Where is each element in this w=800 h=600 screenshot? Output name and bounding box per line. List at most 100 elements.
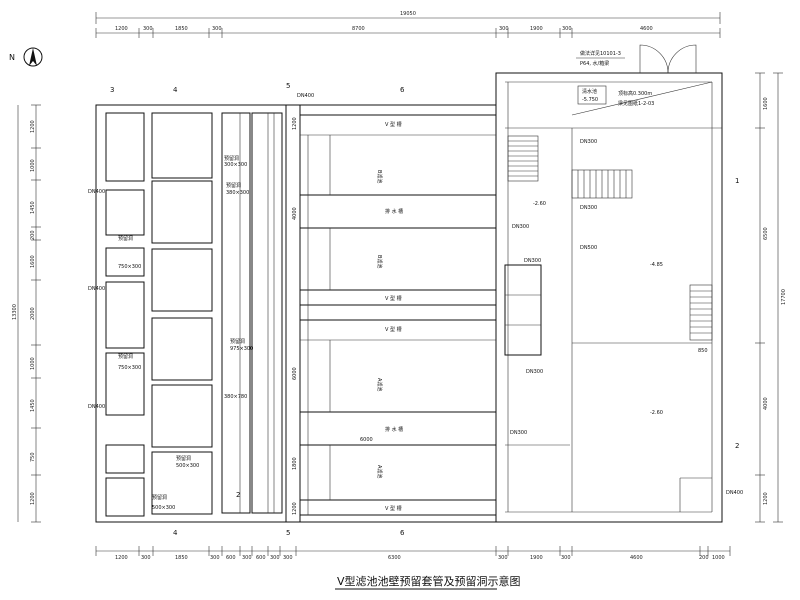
top-dim-5: 300 [499,26,509,32]
ref-box-value: -5.750 [582,97,598,103]
axis-label-4-bottom: 4 [173,529,178,537]
pool-3: A滤池 [376,378,383,391]
ref-line1: 做法详见10101-3 [580,50,621,57]
channel-vdim: 6000 [360,437,373,443]
bottom-dim-12: 300 [561,555,571,561]
pipe-dn300-4: DN300 [524,258,541,264]
channel-v2: V 型 槽 [385,295,402,302]
reference-note: 做法详见10101-3 P64, 水/箱梁 清水池 -5.750 顶标高0.30… [576,50,654,107]
axis-label-4-top: 4 [173,86,178,94]
pipe-dn400-left-1: DN400 [88,189,105,195]
level-labels: -2.60 -4.85 -2.60 850 [533,201,708,416]
opening-7-size: 975×300 [230,346,253,352]
vdim-1: 1200 [292,117,298,130]
left-dim-5: 2000 [30,307,36,320]
pipe-dn300-1: DN300 [580,139,597,145]
axis-label-5-bottom: 5 [286,529,290,537]
top-dim-6: 1900 [530,26,543,32]
bottom-dim-6: 600 [256,555,266,561]
left-overall-dim: 13300 [12,304,18,320]
left-gallery [105,104,301,523]
left-dim-6: 1000 [30,357,36,370]
top-dimension-chain: 19050 1200 300 1850 300 8700 300 1900 30… [95,11,721,38]
axis-label-6-bottom: 6 [400,529,405,537]
pipe-dn400-top: DN400 [297,93,314,99]
pool-2: B滤池 [376,255,383,268]
pipe-dn300-3: DN300 [512,224,529,230]
right-dim-1: 6500 [763,227,769,240]
top-dim-1: 300 [143,26,153,32]
pipe-dn500: DN500 [580,245,597,251]
opening-3-size: 750×300 [118,365,141,371]
filter-cells [300,114,496,516]
bottom-dim-15: 1000 [712,555,725,561]
left-dim-3: 200 [30,230,36,240]
bottom-dim-11: 1900 [530,555,543,561]
channel-b1: 排 水 槽 [385,208,403,215]
ref-box-label: 清水池 [582,88,597,95]
left-dim-7: 1450 [30,399,36,412]
pipe-dn300-2: DN300 [580,205,597,211]
bottom-dimension-chain: 1200 300 1850 300 600 300 600 300 300 63… [95,546,731,561]
top-overall-dim: 19050 [400,11,416,17]
pool-4: A滤池 [376,465,383,478]
axis-label-6-top: 6 [400,86,405,94]
pipe-dn300-6: DN300 [510,430,527,436]
top-dim-0: 1200 [115,26,128,32]
left-dim-9: 1200 [30,492,36,505]
level-2: -4.85 [650,262,663,268]
ref-level-label: 顶标高0.300m [618,90,652,97]
right-dim-0: 1600 [763,97,769,110]
top-dim-7: 300 [562,26,572,32]
pipe-labels: DN400 DN400 DN400 DN400 DN400 DN300 DN30… [88,93,743,496]
left-dim-1: 1000 [30,159,36,172]
vdim-4: 1800 [292,457,298,470]
ref-ref-label: 梁见图纸1-2-03 [618,100,654,107]
opening-5-size: 500×300 [152,505,175,511]
right-dimension-chain: 1600 6500 4000 1200 17700 [755,72,787,523]
axis-label-2: 2 [735,442,739,450]
opening-6-label: 预留洞 [226,182,241,189]
left-dim-0: 1200 [30,120,36,133]
opening-7-label: 预留洞 [230,338,245,345]
right-dim-3: 1200 [763,492,769,505]
pipe-dn400-right: DN400 [726,490,743,496]
door-symbol [639,44,697,74]
opening-labels: 预留洞 300×300 预留洞 750×300 预留洞 750×300 预留洞 … [118,155,253,511]
north-arrow: N [9,47,43,67]
channel-b2: 排 水 槽 [385,426,403,433]
opening-3-label: 预留洞 [118,353,133,360]
top-dim-2: 1850 [175,26,188,32]
opening-6-size: 380×300 [226,190,249,196]
axis-label-2-inner: 2 [236,491,240,499]
channel-v3: V 型 槽 [385,326,402,333]
opening-5-label: 预留洞 [152,494,167,501]
top-dim-8: 4600 [640,26,653,32]
bottom-dim-0: 1200 [115,555,128,561]
axis-label-1: 1 [735,177,739,185]
vdim-3: 6000 [292,367,298,380]
outer-walls [95,72,723,523]
bottom-dim-3: 300 [210,555,220,561]
middle-structures [504,81,722,512]
bottom-dim-14: 200 [699,555,709,561]
bottom-dim-5: 300 [242,555,252,561]
left-dim-8: 750 [30,452,36,462]
pipe-dn400-left-2: DN400 [88,286,105,292]
opening-2-size: 750×300 [118,264,141,270]
north-label: N [9,53,15,62]
channel-v1: V 型 槽 [385,121,402,128]
pool-1: B滤池 [376,170,383,183]
bottom-dim-9: 6300 [388,555,401,561]
level-4: 850 [698,348,708,354]
level-3: -2.60 [650,410,663,416]
bottom-dim-7: 300 [270,555,280,561]
left-dim-2: 1450 [30,201,36,214]
left-dimension-chain: 13300 1200 1000 1450 200 1600 2000 1000 … [12,104,41,523]
axis-markers: 3 4 5 6 4 5 6 1 2 2 [110,82,739,537]
bottom-dim-2: 1850 [175,555,188,561]
channel-labels: V 型 槽 V 型 槽 V 型 槽 V 型 槽 排 水 槽 排 水 槽 6000… [292,117,403,515]
vdim-2: 4000 [292,207,298,220]
pipe-dn400-left-3: DN400 [88,404,105,410]
